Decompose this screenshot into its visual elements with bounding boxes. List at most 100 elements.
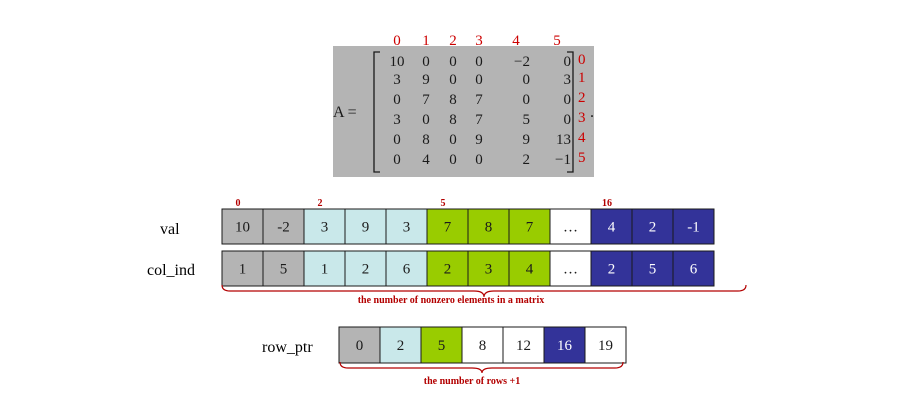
- rows-brace: [339, 361, 624, 374]
- rows-brace-label: the number of rows +1: [424, 376, 520, 387]
- col-ind-value: 1: [321, 262, 329, 278]
- matrix-entry: 0: [475, 72, 483, 88]
- matrix-entry: 0: [449, 132, 457, 148]
- row-ptr-cell: [502, 326, 545, 364]
- matrix-entry: 9: [422, 72, 430, 88]
- matrix-entry: 0: [449, 152, 457, 168]
- row-ptr-value: 19: [598, 338, 613, 354]
- row-ptr-value: 0: [356, 338, 364, 354]
- matrix-entry: 0: [449, 72, 457, 88]
- val-value: 4: [608, 220, 616, 236]
- matrix-entry: 0: [393, 152, 401, 168]
- col-ind-cell: [549, 250, 592, 287]
- row-ptr-value: 2: [397, 338, 405, 354]
- matrix-entry: 3: [393, 72, 401, 88]
- row-ptr-value: 12: [516, 338, 531, 354]
- val-cell: [262, 208, 305, 245]
- matrix-column-index: 2: [449, 33, 457, 49]
- col-ind-value: 2: [608, 262, 616, 278]
- val-value: 2: [649, 220, 657, 236]
- matrix-panel: [333, 46, 594, 177]
- val-cell: [549, 208, 592, 245]
- nonzero-brace: [221, 284, 747, 298]
- val-value: 7: [526, 220, 534, 236]
- matrix-entry: 3: [393, 112, 401, 128]
- matrix-row-index: 0: [578, 52, 586, 68]
- matrix-entry: −1: [555, 152, 571, 168]
- col-ind-value: …: [563, 262, 578, 278]
- matrix-column-index: 3: [475, 33, 483, 49]
- col-ind-value: 4: [526, 262, 534, 278]
- val-value: -1: [687, 220, 700, 236]
- val-value: 3: [321, 220, 329, 236]
- col-ind-cell: [672, 250, 715, 287]
- val-cell: [344, 208, 387, 245]
- val-index-marker: 0: [236, 198, 241, 209]
- matrix-entry: 8: [449, 92, 457, 108]
- matrix-entry: 0: [523, 92, 531, 108]
- val-cell: [426, 208, 469, 245]
- col-ind-value: 2: [362, 262, 370, 278]
- matrix-column-index: 4: [512, 33, 520, 49]
- row-ptr-cell: [584, 326, 627, 364]
- matrix-row-index: 4: [578, 130, 586, 146]
- col-ind-value: 6: [403, 262, 411, 278]
- matrix-entry: 4: [422, 152, 430, 168]
- val-index-marker: 16: [602, 198, 612, 209]
- val-cell: [672, 208, 715, 245]
- matrix-entry: 3: [564, 72, 572, 88]
- col-ind-cell: [590, 250, 633, 287]
- val-index-marker: 2: [318, 198, 323, 209]
- col-ind-label: col_ind: [147, 262, 195, 279]
- col-ind-cell: [262, 250, 305, 287]
- matrix-entry: 0: [564, 112, 572, 128]
- matrix-entry: 0: [422, 112, 430, 128]
- row-ptr-value: 16: [557, 338, 573, 354]
- matrix-left-bracket: [373, 51, 380, 173]
- val-value: 7: [444, 220, 452, 236]
- row-ptr-value: 8: [479, 338, 487, 354]
- matrix-right-bracket: [567, 51, 574, 173]
- matrix-entry: 7: [422, 92, 430, 108]
- matrix-entry: 5: [523, 112, 531, 128]
- matrix-column-index: 0: [393, 33, 401, 49]
- matrix-row-index: 3: [578, 110, 586, 126]
- col-ind-cell: [467, 250, 510, 287]
- val-value: 3: [403, 220, 411, 236]
- matrix-entry: 0: [523, 72, 531, 88]
- matrix-row-index: 1: [578, 70, 586, 86]
- val-cell: [385, 208, 428, 245]
- matrix-label: A =: [333, 104, 357, 121]
- matrix-entry: 9: [475, 132, 483, 148]
- matrix-entry: 7: [475, 92, 483, 108]
- matrix-entry: 10: [390, 54, 405, 70]
- col-ind-value: 5: [280, 262, 288, 278]
- matrix-entry: 9: [523, 132, 531, 148]
- val-value: -2: [277, 220, 290, 236]
- row-ptr-array: 0 2 5 8 12 16 19: [338, 326, 627, 364]
- matrix-entry: 8: [449, 112, 457, 128]
- matrix-entry: 2: [523, 152, 531, 168]
- row-ptr-cell: [338, 326, 381, 364]
- row-ptr-label: row_ptr: [262, 339, 313, 356]
- row-ptr-value: 5: [438, 338, 446, 354]
- col-ind-cell: [221, 250, 264, 287]
- col-ind-value: 5: [649, 262, 657, 278]
- val-value: 10: [235, 220, 250, 236]
- matrix-entry: 0: [475, 152, 483, 168]
- matrix-entry: 0: [393, 132, 401, 148]
- col-ind-value: 6: [690, 262, 698, 278]
- col-ind-cell: [426, 250, 469, 287]
- val-cell: [303, 208, 346, 245]
- val-cell: [631, 208, 674, 245]
- col-ind-cell: [508, 250, 551, 287]
- col-ind-cell: [631, 250, 674, 287]
